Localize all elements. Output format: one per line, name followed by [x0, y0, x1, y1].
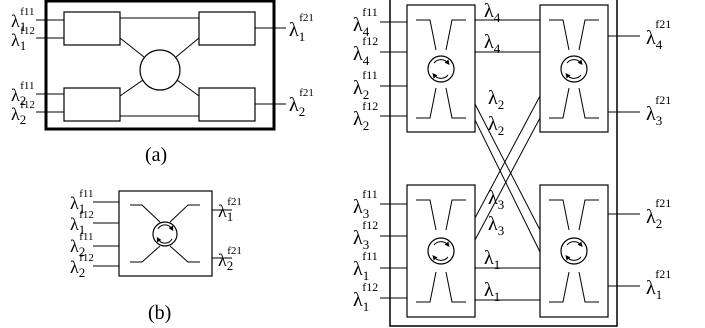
panel-c-router-bottom-left [406, 184, 476, 318]
panel-b-circulator-arrow [157, 224, 174, 232]
panel-c-link-label: λ4 [484, 0, 501, 25]
panel-c-router-bottom-right [539, 184, 609, 318]
panel-a-input-label: λ2f11 [11, 80, 35, 108]
panel-c-frame [389, 0, 618, 327]
panel-b-circulator-arrow [156, 236, 173, 244]
panel-b-input-label: λ1f12 [70, 209, 94, 237]
panel-c-link-label: λ2 [488, 113, 504, 138]
panel-c [380, 0, 640, 327]
panel-c-link-label: λ4 [484, 31, 501, 56]
panel-c-link-label: λ1 [484, 279, 500, 304]
panel-c-router-glyph [549, 19, 599, 119]
panel-b-output-label: λ1f21 [218, 196, 242, 224]
panel-c-router-glyph [549, 199, 599, 303]
panel-c-link-label: λ1 [484, 247, 500, 272]
panel-b [93, 190, 232, 277]
panel-c-input-label: λ3f12 [353, 218, 378, 252]
panel-b-input-label: λ2f12 [70, 252, 94, 280]
panel-c-output-label: λ4f21 [646, 17, 671, 52]
panel-c-cross-link [474, 117, 541, 241]
panel-a-link [119, 37, 145, 58]
panel-c-cross-link [474, 103, 541, 231]
panel-a-box-bottom-right [198, 87, 256, 122]
panel-a-link [175, 37, 200, 58]
panel-c-output-label: λ3f21 [646, 93, 671, 128]
panel-c-cross-link [474, 95, 541, 219]
panel-c-link-label: λ3 [488, 213, 504, 238]
panel-c-input-label: λ2f11 [353, 68, 378, 102]
panel-a-input-label: λ2f12 [11, 99, 35, 127]
panel-c-router-top-right [539, 4, 609, 133]
panel-a-caption: (a) [145, 144, 167, 166]
panel-a-box-top-left [63, 11, 121, 46]
panel-b-input-label: λ2f11 [70, 231, 94, 259]
panel-b-box [118, 190, 213, 277]
panel-a-frame [44, 0, 276, 131]
panel-c-output-label: λ2f21 [646, 196, 671, 231]
panel-c-router-glyph [416, 19, 466, 119]
panel-a-center-circle [139, 49, 181, 91]
panel-c-input-label: λ1f11 [353, 249, 378, 283]
panel-b-input-label: λ1f11 [70, 188, 94, 216]
panel-c-input-label: λ3f11 [353, 187, 378, 221]
panel-c-cross-link [474, 119, 541, 253]
panel-b-router-glyph [130, 204, 200, 263]
panel-c-output-label: λ1f21 [646, 267, 671, 302]
panel-a-link [176, 79, 200, 97]
panel-a-link [119, 79, 144, 97]
panel-a-output-label: λ1f21 [289, 12, 314, 44]
panel-b-caption: (b) [148, 302, 171, 324]
panel-c-link-label: λ3 [488, 187, 504, 212]
panel-a-input-label: λ1f11 [11, 6, 35, 34]
panel-c-input-label: λ4f11 [353, 5, 378, 39]
panel-b-output-label: λ2f21 [218, 245, 242, 273]
panel-c-input-label: λ4f12 [353, 34, 378, 68]
panel-c-router-top-left [406, 4, 476, 133]
panel-c-input-label: λ2f12 [353, 99, 378, 133]
panel-c-input-label: λ1f12 [353, 280, 378, 314]
panel-a-output-label: λ2f21 [289, 87, 314, 119]
panel-a-input-label: λ1f12 [11, 25, 35, 53]
panel-b-circulator-icon [152, 221, 178, 247]
panel-c-router-glyph [416, 199, 466, 303]
panel-a [36, 0, 286, 131]
panel-a-box-top-right [198, 11, 256, 46]
panel-c-link-label: λ2 [488, 87, 504, 112]
panel-a-box-bottom-left [63, 87, 121, 122]
